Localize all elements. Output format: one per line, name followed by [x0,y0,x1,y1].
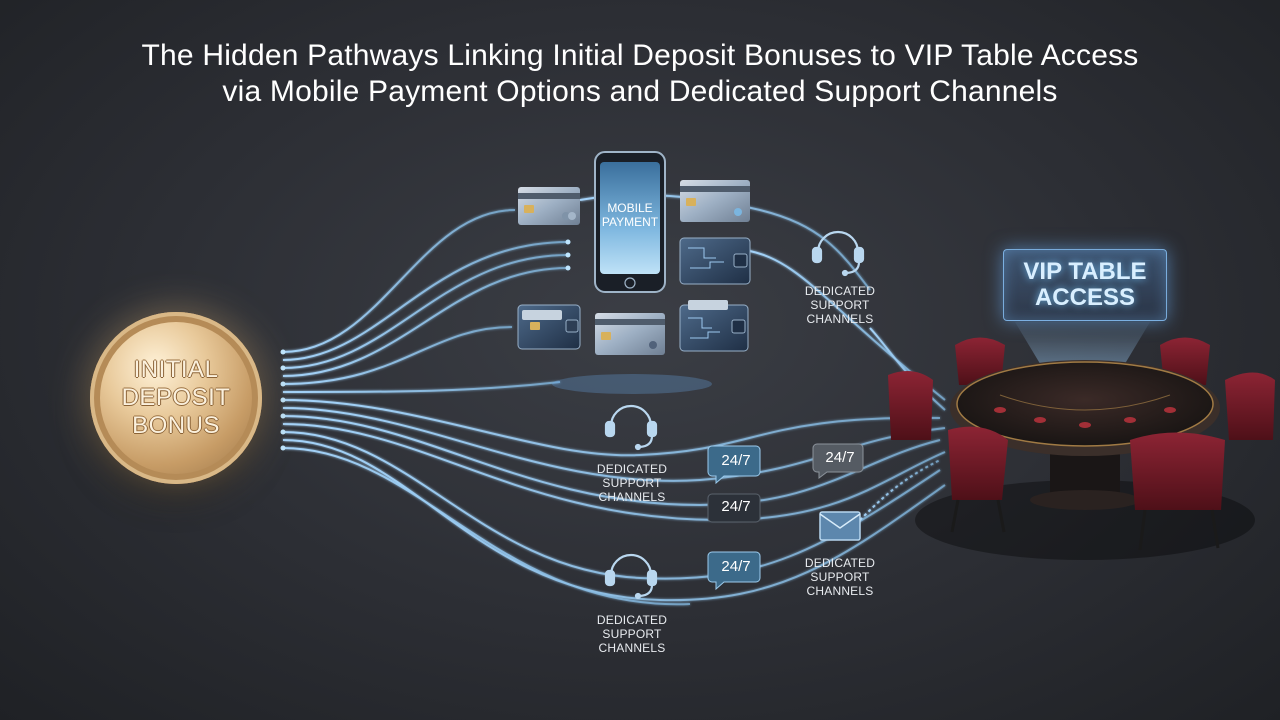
pathway-line [282,254,569,369]
credit-card-icon [595,313,665,355]
node-dot [280,381,286,387]
pathway-line [282,209,516,353]
phone-line-2: PAYMENT [601,215,659,229]
credit-card-icon [518,187,580,225]
chat-bubble-icon [707,445,761,485]
pathway-line [744,249,946,401]
support-line: CHANNELS [806,584,874,598]
credit-card-icon [680,180,750,222]
pathway-line [282,241,569,361]
pathway-line [282,267,569,377]
support-line: DEDICATED [596,462,668,476]
vip-line-2: ACCESS [1034,284,1135,311]
title-line-1: The Hidden Pathways Linking Initial Depo… [141,39,1139,72]
vip-line-1: VIP TABLE [1023,258,1147,285]
wallet-icon [679,237,751,285]
support-label-mail: DEDICATED SUPPORT CHANNELS [790,556,890,598]
vip-label: VIP TABLE ACCESS [1023,259,1146,311]
chat-bubble-icon [707,551,761,591]
headset-icon [811,230,865,277]
smartphone-icon [594,151,666,293]
node-dot [280,413,286,419]
node-dot [280,365,286,371]
phone-glow [552,374,712,394]
support-line: SUPPORT [810,570,870,584]
coin-label: INITIAL DEPOSIT BONUS [122,356,231,440]
title-line-2: via Mobile Payment Options and Dedicated… [222,75,1058,108]
chat-bubble-icon [812,443,864,479]
headset-icon [604,404,658,451]
chair-icon [888,371,933,440]
node-dot [565,239,571,245]
support-label-top: DEDICATED SUPPORT CHANNELS [790,284,890,326]
coin-line-2: DEPOSIT [121,384,231,411]
node-dot [280,445,286,451]
support-line: DEDICATED [804,284,876,298]
coin-line-3: BONUS [132,412,220,439]
coin-line-1: INITIAL [133,356,219,383]
support-line: CHANNELS [806,312,874,326]
support-line: DEDICATED [804,556,876,570]
mobile-payment-label: MOBILE PAYMENT [600,201,660,229]
support-line: CHANNELS [598,490,666,504]
pathway-line [282,439,946,602]
chat-bubble-icon [707,493,761,523]
wallet-icon [679,300,749,352]
support-line: CHANNELS [598,641,666,655]
node-dot [280,429,286,435]
pathway-line [859,459,941,521]
wallet-icon [517,304,581,350]
pathway-line [282,381,561,393]
page-title: The Hidden Pathways Linking Initial Depo… [0,38,1280,110]
pathway-line [282,447,691,606]
casino-table-icon [888,337,1275,560]
bubble-24-7-c: 24/7 [721,498,751,515]
chair-icon [1130,432,1225,551]
bubble-24-7-d: 24/7 [721,558,751,575]
support-line: DEDICATED [596,613,668,627]
initial-deposit-bonus-coin: INITIAL DEPOSIT BONUS [90,312,262,484]
node-dot [280,349,286,355]
headset-icon [604,553,658,600]
chair-icon [1225,372,1275,440]
node-dot [565,252,571,258]
pathway-line [282,399,941,457]
pathway-line [282,326,513,385]
chair-icon [948,426,1008,533]
support-label-bottom: DEDICATED SUPPORT CHANNELS [582,613,682,655]
phone-line-1: MOBILE [607,201,653,215]
support-line: SUPPORT [810,298,870,312]
coin-node-dots [280,239,571,451]
bubble-24-7-b: 24/7 [825,449,855,466]
node-dot [565,265,571,271]
support-label-middle: DEDICATED SUPPORT CHANNELS [582,462,682,504]
vip-table-access-sign: VIP TABLE ACCESS [1003,249,1167,321]
bubble-24-7-a: 24/7 [721,452,751,469]
pathway-line [282,423,946,522]
support-line: SUPPORT [602,627,662,641]
node-dot [280,397,286,403]
hologram-beam [1015,322,1150,372]
envelope-icon [819,511,861,541]
support-line: SUPPORT [602,476,662,490]
